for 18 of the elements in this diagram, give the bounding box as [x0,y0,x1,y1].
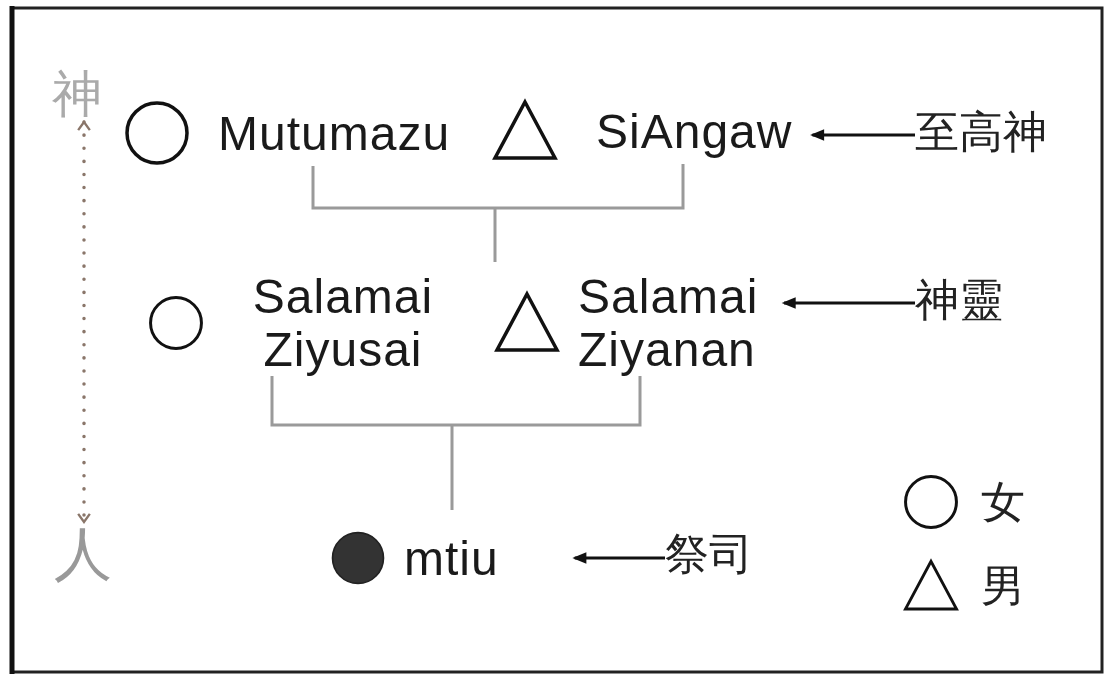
kinship-line [270,374,642,512]
legend-label: 男 [981,560,1025,612]
person-name: Mutumazu [218,106,451,160]
person-name: mtiu [404,531,499,585]
legend-label: 女 [981,476,1025,528]
rank-label: 祭司 [665,528,753,580]
arrow [781,297,915,309]
kinship-line [311,162,685,264]
person-name: Salamai Ziyusai [251,270,435,376]
person-name: SiAngaw [596,104,793,158]
person-name: Salamai Ziyanan [578,270,760,376]
rank-label: 神靈 [915,274,1003,326]
arrow [572,552,665,564]
rank-label: 至高神 [915,106,1047,158]
arrow [810,129,915,141]
axis-label: 人 [54,522,112,586]
dotted-arrow [77,120,91,524]
axis-label: 神 [52,66,102,122]
